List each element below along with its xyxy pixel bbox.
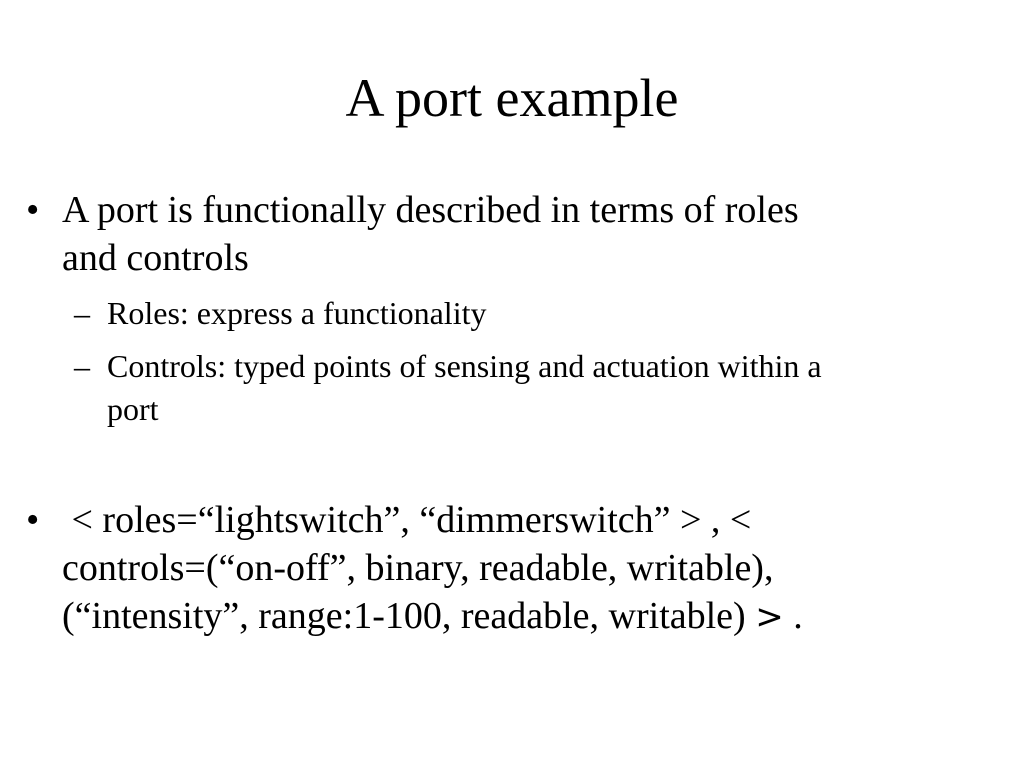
bullet-text: A port is functionally described in term… bbox=[62, 186, 1002, 282]
sub-item-text-line: port bbox=[107, 391, 159, 427]
bullet-text-line: A port is functionally described in term… bbox=[62, 189, 799, 231]
sub-item-text: Roles: express a functionality bbox=[107, 292, 1007, 335]
bullet-text-line-last: (“intensity”, range:1-100, readable, wri… bbox=[62, 592, 1002, 641]
slide-title: A port example bbox=[345, 68, 679, 128]
closing-period: . bbox=[783, 595, 803, 637]
bullet-text-line: < roles=“lightswitch”, “dimmerswitch” > … bbox=[62, 499, 752, 541]
dash-icon: – bbox=[74, 348, 90, 384]
bullet-icon: • bbox=[26, 189, 40, 231]
sub-item-text-line: Controls: typed points of sensing and ac… bbox=[107, 348, 822, 384]
sub-item-text-line: Roles: express a functionality bbox=[107, 295, 487, 331]
bullet-text: < roles=“lightswitch”, “dimmerswitch” > … bbox=[62, 496, 1002, 641]
bullet-icon: • bbox=[26, 499, 40, 541]
bullet-text-line: and controls bbox=[62, 237, 249, 279]
bullet-text-segment: (“intensity”, range:1-100, readable, wri… bbox=[62, 595, 756, 637]
bullet-text-line: controls=(“on-off”, binary, readable, wr… bbox=[62, 547, 774, 589]
sub-item-text: Controls: typed points of sensing and ac… bbox=[107, 345, 1007, 431]
closing-angle-symbol: > bbox=[755, 597, 784, 637]
dash-icon: – bbox=[74, 295, 90, 331]
